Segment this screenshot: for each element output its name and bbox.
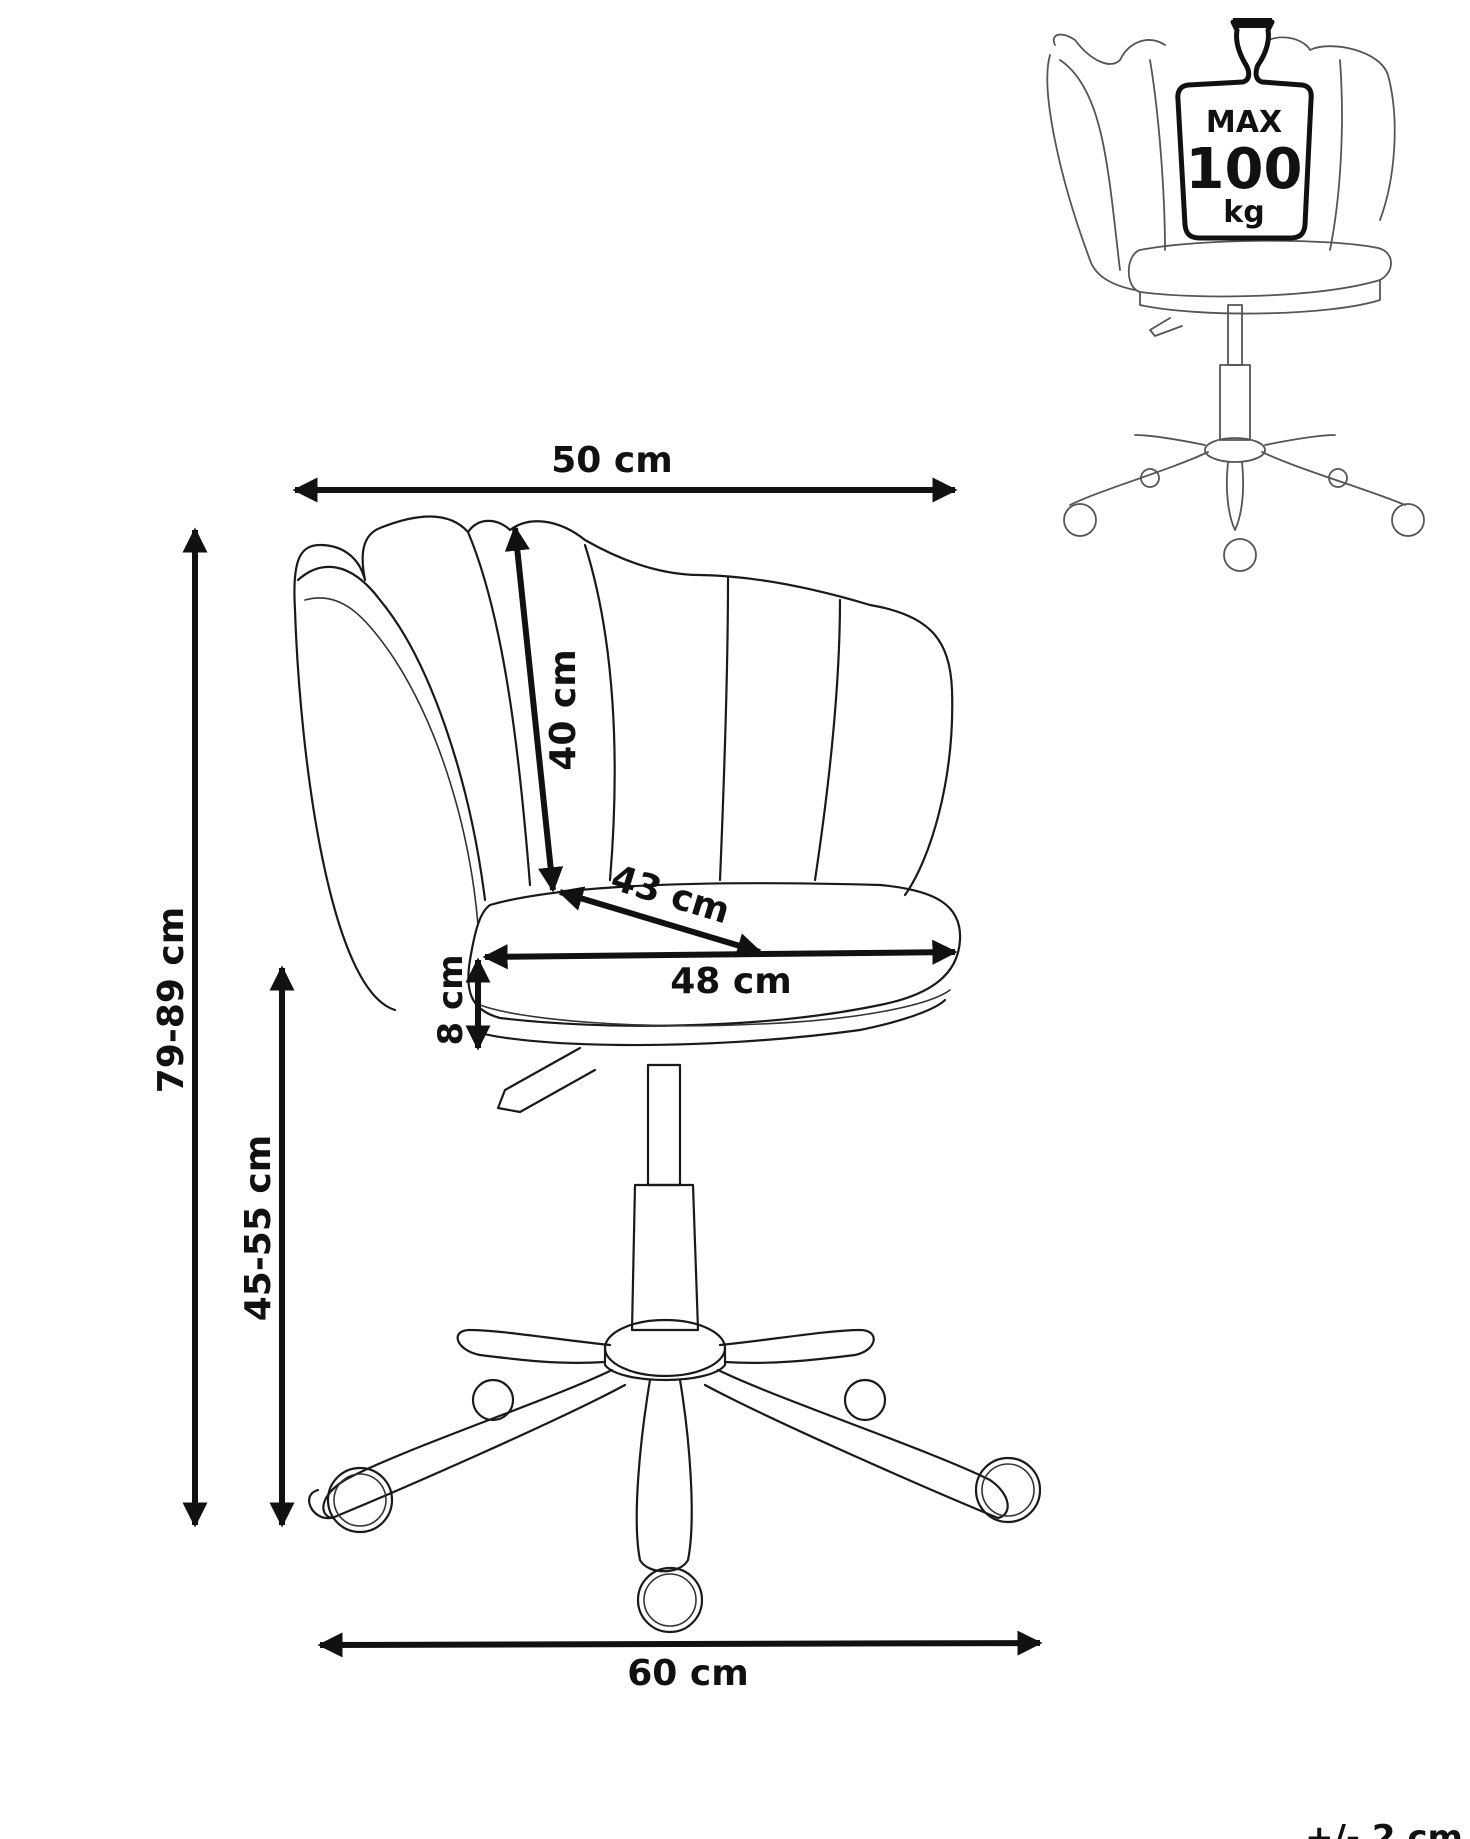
total-height-label: 79-89 cm (151, 907, 192, 1094)
max-load-line1: MAX (1206, 105, 1282, 140)
main-chair-drawing (293, 515, 1042, 1634)
seat-thickness-label: 8 cm (431, 954, 471, 1045)
small-chair-drawing (1046, 33, 1425, 572)
width-top-label: 50 cm (551, 440, 672, 481)
max-load-line3: kg (1223, 195, 1264, 230)
caster-wheel (471, 1378, 515, 1422)
seat-depth-label: 43 cm (606, 858, 734, 933)
caster-wheel (636, 1566, 704, 1634)
tolerance-label: +/- 2 cm (1305, 1818, 1463, 1839)
caster-wheel (843, 1378, 887, 1422)
seat-height-label: 45-55 cm (238, 1135, 279, 1322)
base-width-arrow (317, 1630, 1043, 1658)
backrest-height-label: 40 cm (543, 649, 584, 770)
seat-width-arrow (482, 939, 958, 970)
max-load-line2: 100 (1186, 137, 1303, 202)
base-width-label: 60 cm (627, 1653, 748, 1694)
dimension-arrows (182, 477, 1043, 1658)
backrest-height-arrow (504, 525, 564, 893)
weight-icon (1175, 18, 1314, 241)
caster-wheel (974, 1456, 1042, 1524)
seat-width-label: 48 cm (670, 961, 791, 1002)
caster-wheel (308, 1466, 394, 1534)
